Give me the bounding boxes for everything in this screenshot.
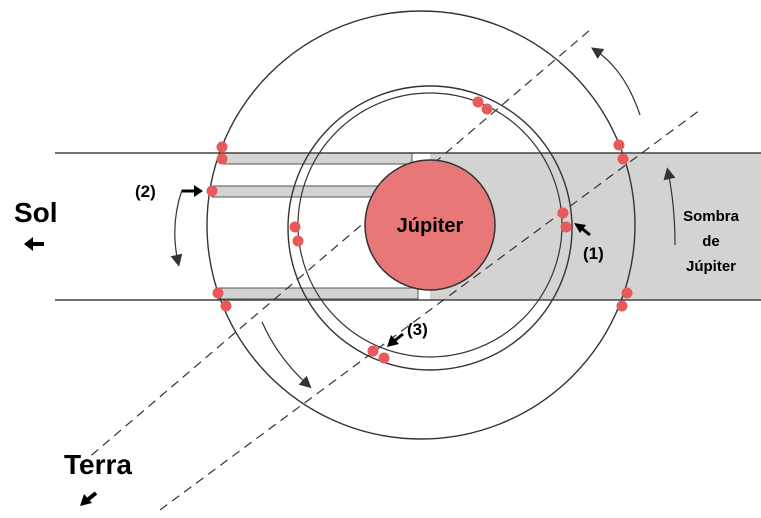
- moon-dot: [621, 287, 633, 299]
- moon-dot: [557, 207, 569, 219]
- sun-label: Sol: [14, 197, 58, 228]
- marker-2-label: (2): [135, 182, 156, 201]
- moon-dot: [367, 345, 379, 357]
- moon-dot: [378, 352, 390, 364]
- moon-dot: [220, 300, 232, 312]
- moon-shadow-band: [211, 185, 388, 198]
- line-of-sight: [79, 29, 591, 466]
- moon-shadow-band: [217, 287, 419, 300]
- marker-1-label: (1): [583, 244, 604, 263]
- earth-label: Terra: [64, 449, 132, 480]
- moon-dot: [613, 139, 625, 151]
- jupiter-planet: [364, 159, 496, 291]
- moon-dot: [212, 287, 224, 299]
- moon-dot: [292, 235, 304, 247]
- moon-dot: [289, 221, 301, 233]
- arrow-pointer-icon: [574, 223, 591, 237]
- moon-dot: [617, 153, 629, 165]
- moon-dot: [206, 185, 218, 197]
- shadow-label-line1: Sombra: [683, 208, 740, 225]
- moon-dot: [560, 221, 572, 233]
- arrow-pointer-icon: [387, 332, 404, 347]
- arrow-pointer-icon: [182, 185, 203, 197]
- line-of-sight: [159, 109, 701, 511]
- middle-orbit: [287, 85, 573, 371]
- marker-3-label: (3): [407, 320, 428, 339]
- orbit-motion-arrow: [591, 47, 641, 116]
- moon-dot: [216, 141, 228, 153]
- moon-dot: [616, 300, 628, 312]
- shadow-label-line3: Júpiter: [686, 258, 736, 275]
- arrow-left-icon: [24, 237, 44, 251]
- jupiter-label: Júpiter: [397, 215, 464, 237]
- moon-positions: [206, 96, 633, 364]
- moon-dot: [481, 103, 493, 115]
- moon-dot: [216, 153, 228, 165]
- moon-dot: [472, 96, 484, 108]
- orbit-motion-arrow: [663, 167, 676, 246]
- outer-orbit: [206, 10, 636, 440]
- moon-shadow-band: [221, 152, 413, 165]
- arrow-down-left-icon: [80, 491, 98, 506]
- orbit-motion-arrow: [170, 189, 183, 267]
- shadow-label-line2: de: [702, 233, 720, 250]
- orbit-motion-arrow: [261, 321, 312, 389]
